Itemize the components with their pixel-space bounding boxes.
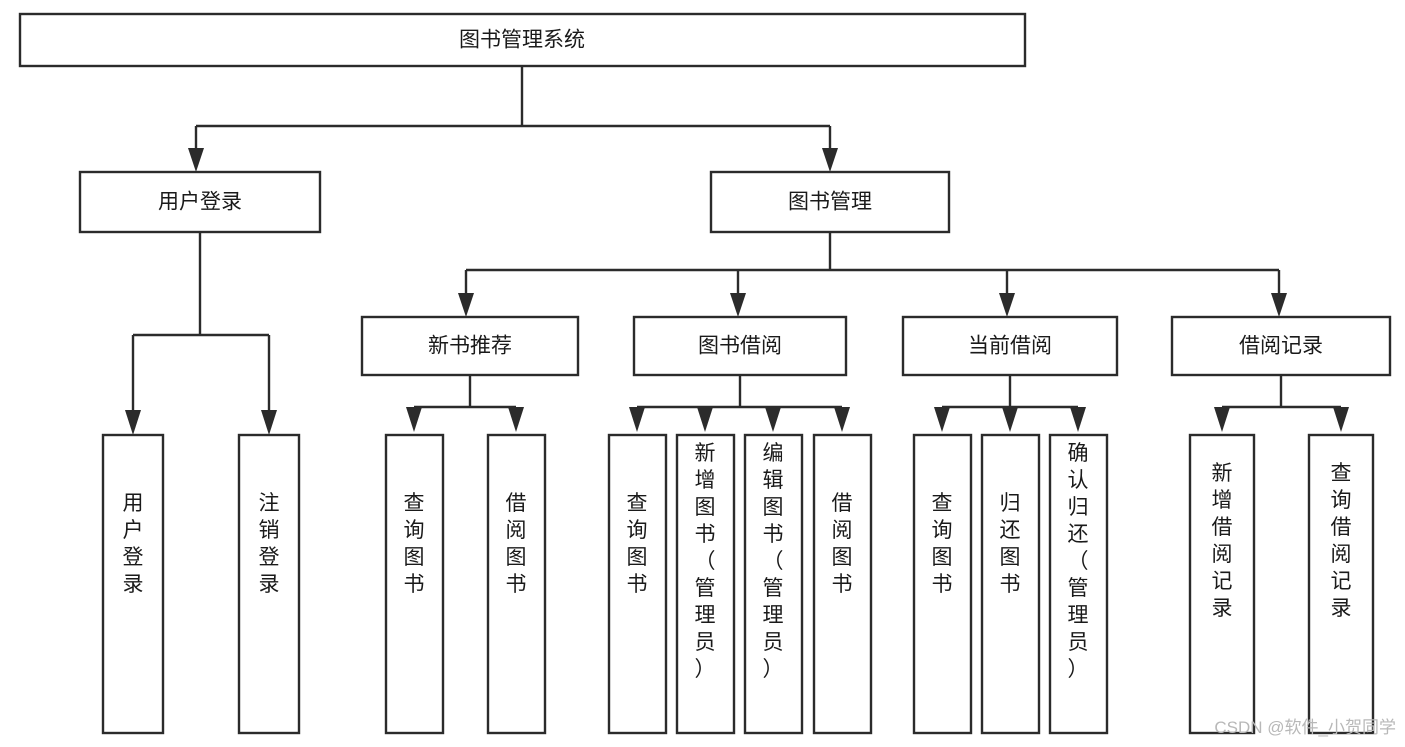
arrow-head-leaf-query-book-3 xyxy=(934,407,950,432)
node-borrow-record-box[interactable] xyxy=(1170,315,1392,377)
leaf-return-book-label: 归还图书 xyxy=(1000,492,1021,596)
arrow-head-leaf-edit-book xyxy=(765,407,781,432)
leaf-edit-book-label: 编辑图书（管理员） xyxy=(763,442,784,681)
arrow-head-leaf-add-record xyxy=(1214,407,1230,432)
arrow-head-current-borrow xyxy=(999,293,1015,317)
leaf-add-record-label: 新增借阅记录 xyxy=(1212,462,1233,620)
leaf-return-book-box[interactable] xyxy=(980,433,1041,735)
leaf-query-book-3-box[interactable] xyxy=(912,433,973,735)
arrow-head-user-login xyxy=(188,148,204,172)
connector-group-book-borrow-leaves xyxy=(629,375,850,432)
node-current-borrow-label: 当前借阅 xyxy=(968,335,1052,358)
arrow-head-leaf-query-record xyxy=(1333,407,1349,432)
connector-group-book-manage xyxy=(458,232,1287,317)
arrow-head-leaf-confirm-return xyxy=(1070,407,1086,432)
node-book-manage-box[interactable] xyxy=(709,170,951,234)
leaf-node-add-book[interactable]: 新增图书（管理员） xyxy=(675,433,736,735)
leaf-node-query-book-1[interactable]: 查询图书 xyxy=(384,433,445,735)
leaf-node-user-login[interactable]: 用户登录 xyxy=(101,433,165,735)
connector-group-borrow-record-leaves xyxy=(1214,375,1349,432)
leaf-query-book-3-label: 查询图书 xyxy=(932,492,953,596)
leaf-query-book-1-label: 查询图书 xyxy=(404,492,425,596)
arrow-head-book-borrow xyxy=(730,293,746,317)
arrow-head-leaf-query-book-2 xyxy=(629,407,645,432)
node-user-login[interactable]: 用户登录 xyxy=(78,170,322,234)
leaf-node-borrow-book-2[interactable]: 借阅图书 xyxy=(812,433,873,735)
connector-group-root xyxy=(188,66,838,172)
leaf-user-logout-box[interactable] xyxy=(237,433,301,735)
arrow-head-leaf-user-logout xyxy=(261,410,277,435)
node-new-book-recommend[interactable]: 新书推荐 xyxy=(360,315,580,377)
arrow-head-leaf-add-book xyxy=(697,407,713,432)
connector-group-new-book-leaves xyxy=(406,375,524,432)
leaf-query-book-1-box[interactable] xyxy=(384,433,445,735)
leaf-node-edit-book[interactable]: 编辑图书（管理员） xyxy=(743,433,804,735)
leaf-add-book-box[interactable] xyxy=(675,433,736,735)
node-new-book-recommend-box[interactable] xyxy=(360,315,580,377)
leaf-node-query-book-3[interactable]: 查询图书 xyxy=(912,433,973,735)
leaf-user-login-box[interactable] xyxy=(101,433,165,735)
leaf-node-confirm-return[interactable]: 确认归还（管理员） xyxy=(1048,433,1109,735)
leaf-confirm-return-box[interactable] xyxy=(1048,433,1109,735)
leaf-borrow-book-2-box[interactable] xyxy=(812,433,873,735)
leaf-add-book-label: 新增图书（管理员） xyxy=(695,442,716,681)
arrow-head-leaf-query-book-1 xyxy=(406,407,422,432)
leaf-node-borrow-book-1[interactable]: 借阅图书 xyxy=(486,433,547,735)
leaf-borrow-book-1-label: 借阅图书 xyxy=(506,492,527,596)
node-borrow-record[interactable]: 借阅记录 xyxy=(1170,315,1392,377)
leaf-node-query-book-2[interactable]: 查询图书 xyxy=(607,433,668,735)
node-user-login-box[interactable] xyxy=(78,170,322,234)
leaf-query-record-box[interactable] xyxy=(1307,433,1375,735)
arrow-head-borrow-record xyxy=(1271,293,1287,317)
leaf-borrow-book-2-label: 借阅图书 xyxy=(832,492,853,596)
node-new-book-recommend-label: 新书推荐 xyxy=(428,335,512,358)
node-book-manage[interactable]: 图书管理 xyxy=(709,170,951,234)
arrow-head-leaf-user-login xyxy=(125,410,141,435)
node-root-box[interactable] xyxy=(18,12,1027,68)
arrow-head-leaf-return-book xyxy=(1002,407,1018,432)
leaf-node-query-record[interactable]: 查询借阅记录 xyxy=(1307,433,1375,735)
node-book-manage-label: 图书管理 xyxy=(788,191,872,214)
leaf-add-record-box[interactable] xyxy=(1188,433,1256,735)
leaf-edit-book-box[interactable] xyxy=(743,433,804,735)
node-current-borrow-box[interactable] xyxy=(901,315,1119,377)
node-root[interactable]: 图书管理系统 xyxy=(18,12,1027,68)
node-book-borrow-label: 图书借阅 xyxy=(698,335,782,358)
csdn-watermark: CSDN @软件_小贺同学 xyxy=(1214,718,1396,737)
leaf-user-logout-label: 注销登录 xyxy=(259,492,280,596)
node-book-borrow-box[interactable] xyxy=(632,315,848,377)
node-book-borrow[interactable]: 图书借阅 xyxy=(632,315,848,377)
arrow-head-book-manage xyxy=(822,148,838,172)
leaf-node-return-book[interactable]: 归还图书 xyxy=(980,433,1041,735)
leaf-node-user-logout[interactable]: 注销登录 xyxy=(237,433,301,735)
connector-group-user-login-leaves xyxy=(125,232,277,435)
arrow-head-new-book-recommend xyxy=(458,293,474,317)
leaf-user-login-label: 用户登录 xyxy=(123,492,144,596)
node-root-label: 图书管理系统 xyxy=(459,29,585,52)
leaf-borrow-book-1-box[interactable] xyxy=(486,433,547,735)
arrow-head-leaf-borrow-book-1 xyxy=(508,407,524,432)
leaf-query-record-label: 查询借阅记录 xyxy=(1331,462,1352,620)
leaf-query-book-2-label: 查询图书 xyxy=(627,492,648,596)
arrow-head-leaf-borrow-book-2 xyxy=(834,407,850,432)
leaf-confirm-return-label: 确认归还（管理员） xyxy=(1068,442,1089,681)
leaf-query-book-2-box[interactable] xyxy=(607,433,668,735)
leaf-node-add-record[interactable]: 新增借阅记录 xyxy=(1188,433,1256,735)
node-current-borrow[interactable]: 当前借阅 xyxy=(901,315,1119,377)
node-user-login-label: 用户登录 xyxy=(158,191,242,214)
node-borrow-record-label: 借阅记录 xyxy=(1239,335,1323,358)
connector-group-current-borrow-leaves xyxy=(934,375,1086,432)
